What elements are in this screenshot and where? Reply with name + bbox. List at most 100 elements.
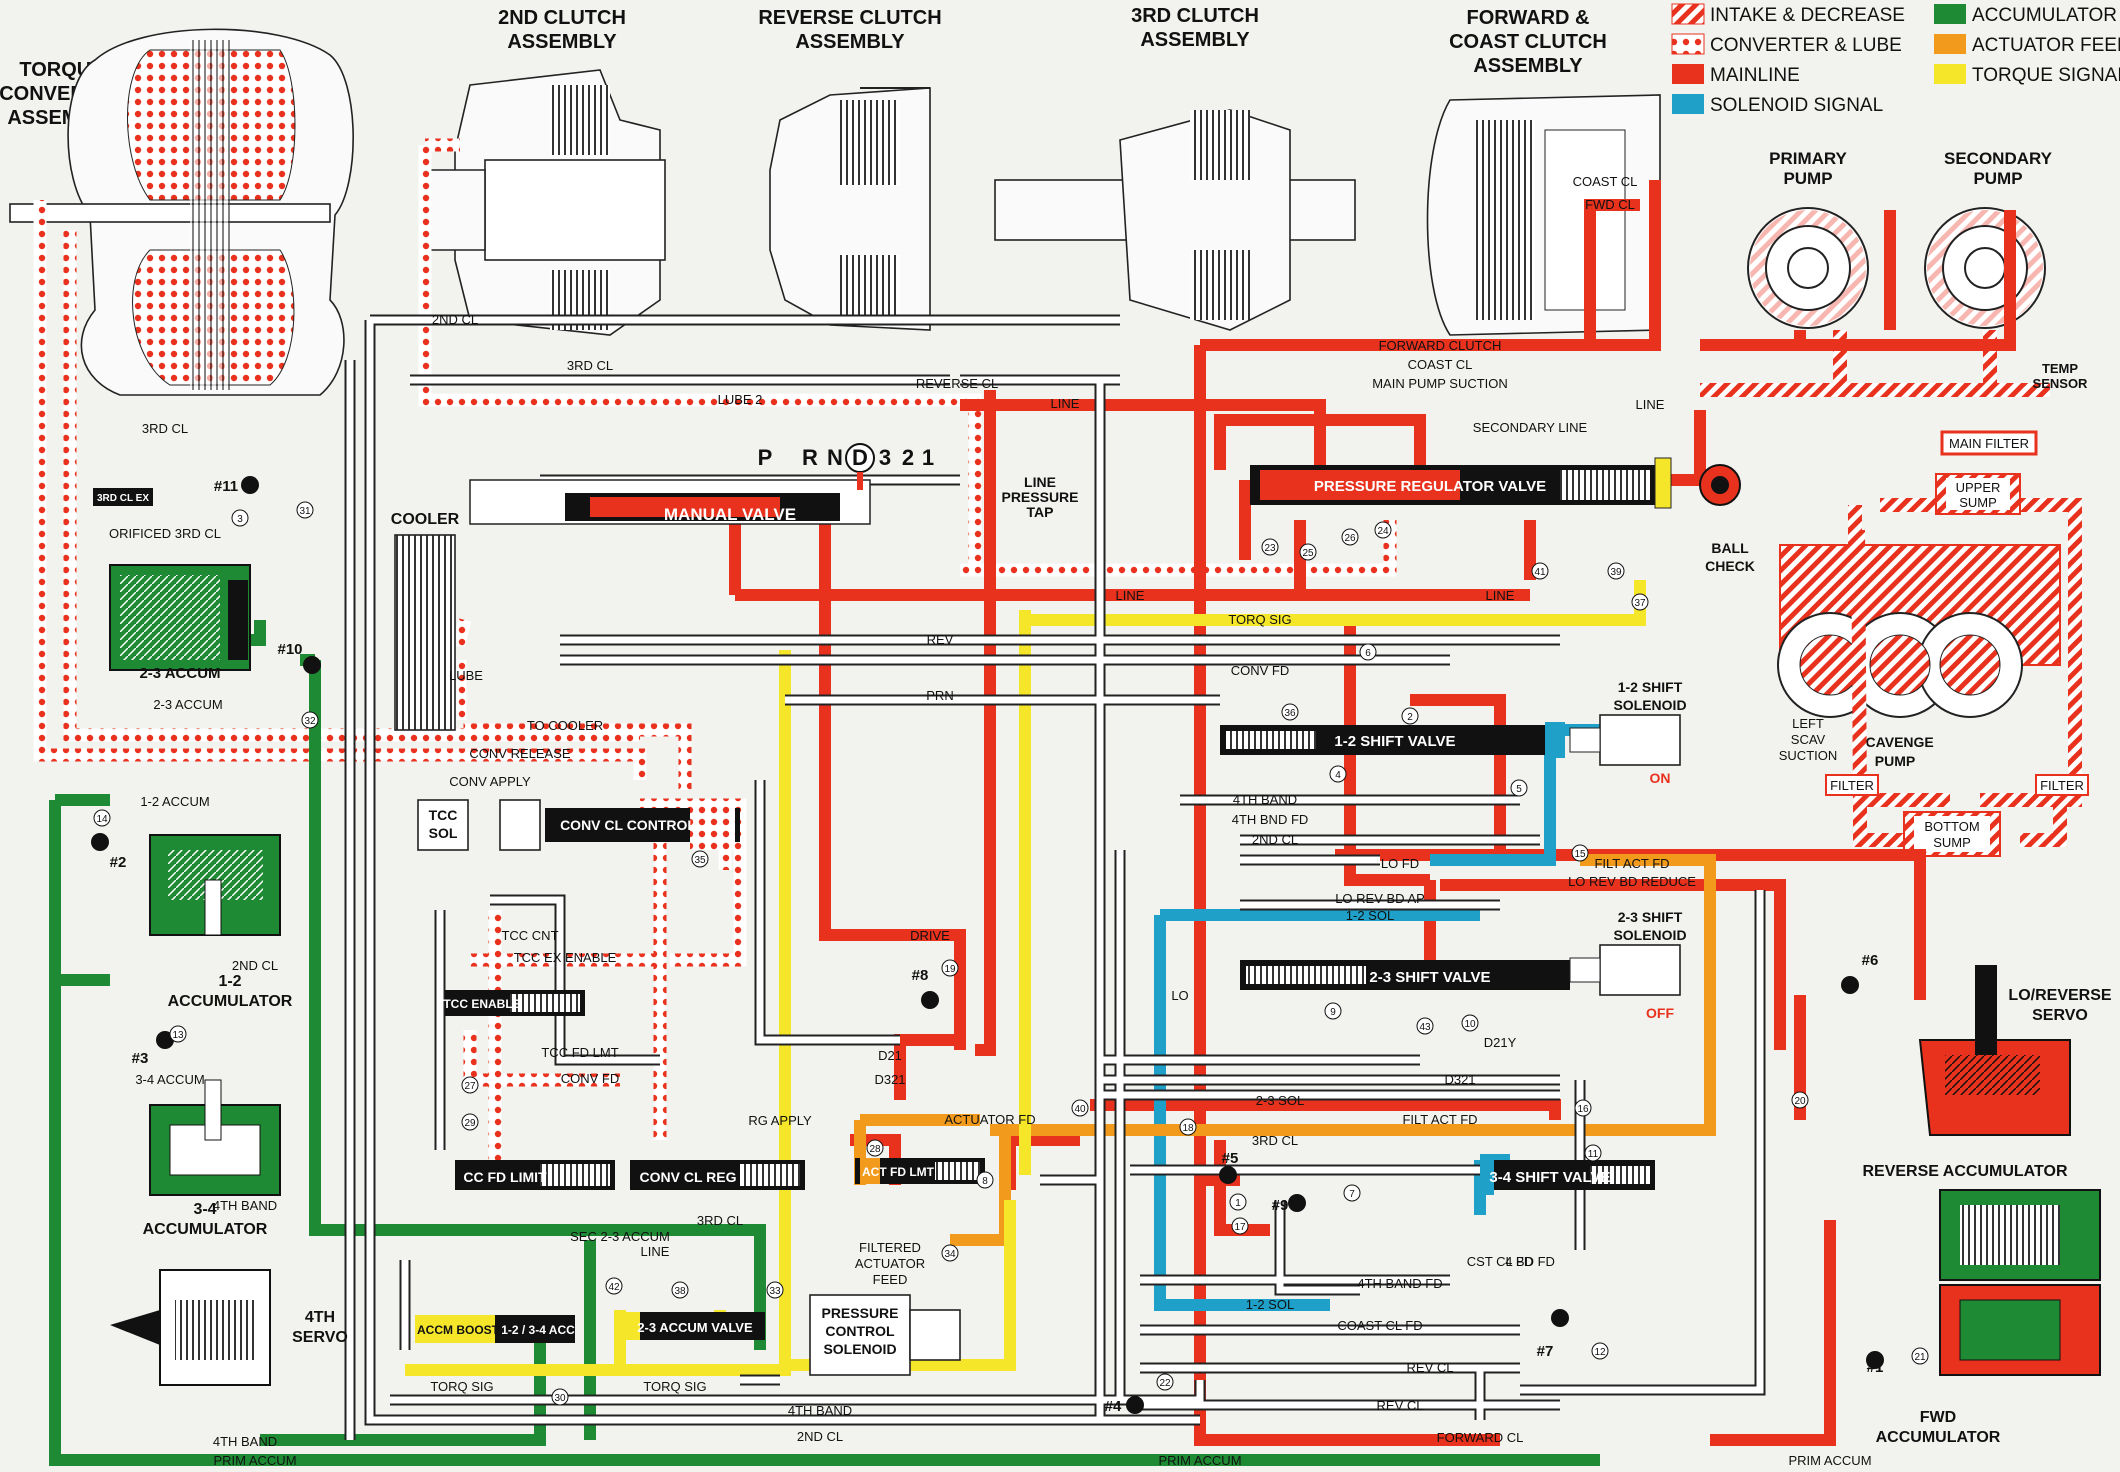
legend-accumulator: ACCUMULATOR (1972, 5, 2117, 26)
valve-bodies: MANUAL VALVE PRESSURE REGULATOR VALVE 1-… (93, 457, 1755, 1376)
shift-valve-12-label: 1-2 SHIFT VALVE (1334, 733, 1455, 750)
component-headers: TORQUE CONVERTER ASSEMBLY 2ND CLUTCH ASS… (0, 5, 2053, 188)
passage-d21y: D21Y (1484, 1035, 1517, 1050)
header-forward-coast-2: COAST CLUTCH (1449, 31, 1607, 53)
temp-sensor-2: SENSOR (2033, 376, 2089, 391)
orifice-number: 22 (1159, 1378, 1171, 1389)
orifice-number: 37 (1634, 598, 1646, 609)
gear-d: D (852, 445, 868, 470)
passage-tcc-ex-enable: TCC EX ENABLE (514, 950, 617, 965)
orifice-marker (1571, 844, 1589, 862)
passage-2nd-cl: 2ND CL (432, 312, 478, 327)
orifice-number: 7 (1349, 1189, 1355, 1200)
legend-torque: TORQUE SIGNAL (1972, 65, 2120, 86)
orifice-number: 1 (1235, 1198, 1241, 1209)
checkball-2-label: #2 (110, 854, 127, 871)
torque-converter (9, 28, 354, 396)
passage-rev-cl: REV CL (1407, 1360, 1454, 1375)
header-primary-pump-1: PRIMARY (1769, 149, 1847, 168)
pcs-label-2: CONTROL (825, 1323, 895, 1339)
orifice-number: 28 (869, 1144, 881, 1155)
conv-cl-control-label: CONV CL CONTROL (560, 817, 696, 833)
header-secondary-pump-1: SECONDARY (1944, 149, 2053, 168)
passage-accum-34: 3-4 ACCUM (135, 1072, 204, 1087)
reverse-clutch-assembly (769, 87, 931, 331)
shift-valve-34-label: 3-4 SHIFT VALVE (1489, 1169, 1610, 1186)
checkball-2 (91, 833, 109, 851)
passage-lube: LUBE (449, 668, 483, 683)
checkball-8 (921, 991, 939, 1009)
left-scav-2: SCAV (1791, 732, 1826, 747)
legend-swatch-solenoid (1672, 94, 1704, 114)
checkball-9-label: #9 (1272, 1197, 1289, 1214)
lo-reverse-servo: LO/REVERSE SERVO (1918, 965, 2112, 1136)
orifice-marker (1510, 779, 1528, 797)
passage-23-sol: 2-3 SOL (1256, 1093, 1304, 1108)
passage-tcc-cnt: TCC CNT (501, 928, 558, 943)
gear-3: 3 (879, 445, 891, 470)
orifice-number: 9 (1330, 1007, 1336, 1018)
orifice-marker (1299, 543, 1317, 561)
header-reverse-clutch-1: REVERSE CLUTCH (758, 7, 941, 29)
second-clutch-assembly (420, 69, 666, 336)
temp-sensor-1: TEMP (2042, 361, 2078, 376)
passage-2nd-cl-lower: 2ND CL (797, 1429, 843, 1444)
pcs-label-3: SOLENOID (823, 1341, 896, 1357)
orifice-number: 27 (464, 1081, 476, 1092)
passage-line-right: LINE (1636, 397, 1665, 412)
orifice-number: 2 (1407, 712, 1413, 723)
line-pressure-tap-2: PRESSURE (1001, 489, 1078, 505)
header-primary-pump-2: PUMP (1783, 169, 1832, 188)
orifice-marker (93, 809, 111, 827)
legend: INTAKE & DECREASE CONVERTER & LUBE MAINL… (1671, 3, 2120, 116)
orifice-marker (1329, 765, 1347, 783)
passage-forward-clutch: FORWARD CLUTCH (1379, 338, 1502, 353)
cooler-label: COOLER (391, 511, 460, 528)
left-scav-1: LEFT (1792, 716, 1824, 731)
passage-coast-cl-top: COAST CL (1573, 174, 1638, 189)
orifice-number: 25 (1302, 548, 1314, 559)
orifice-number: 43 (1419, 1022, 1431, 1033)
orifice-number: 13 (172, 1030, 184, 1041)
orifice-number: 8 (982, 1176, 988, 1187)
passage-line-lower: LINE (641, 1244, 670, 1259)
checkball-3 (156, 1031, 174, 1049)
passage-3rd-cl-left: 3RD CL (142, 421, 188, 436)
orifice-marker (766, 1281, 784, 1299)
legend-swatch-intake (1671, 3, 1705, 25)
header-2nd-clutch-1: 2ND CLUTCH (498, 7, 626, 29)
checkball-7-label: #7 (1537, 1343, 1554, 1360)
passage-torq-sig-lower-left: TORQ SIG (430, 1379, 493, 1394)
orifice-number: 32 (304, 716, 316, 727)
passage-4th-bnd-fd: 4TH BND FD (1232, 812, 1309, 827)
passage-tcc-fd-lmt: TCC FD LMT (541, 1045, 618, 1060)
accumulator-12-label-2: ACCUMULATOR (168, 993, 293, 1010)
scavenge-pump-label-2: PUMP (1875, 753, 1915, 769)
orifice-marker (976, 1171, 994, 1189)
scavenge-pump: SCAVENGE PUMP (1777, 544, 2061, 769)
orifice-marker (671, 1281, 689, 1299)
reverse-accumulator-label: REVERSE ACCUMULATOR (1862, 1163, 2067, 1180)
passage-lo-rev-bd-ap: LO REV BD AP (1335, 891, 1425, 906)
checkball-10 (303, 656, 321, 674)
passage-4th-band-left: 4TH BAND (213, 1198, 277, 1213)
orifice-marker (1911, 1347, 1929, 1365)
upper-sump-label-1: UPPER (1956, 480, 2001, 495)
passage-reverse-cl: REVERSE CL (916, 376, 998, 391)
orifice-marker (866, 1139, 884, 1157)
tcc-sol-label-1: TCC (429, 807, 458, 823)
checkball-6 (1841, 976, 1859, 994)
passage-4th-band: 4TH BAND (1233, 792, 1297, 807)
orifice-marker (296, 501, 314, 519)
orifice-number: 23 (1264, 543, 1276, 554)
passage-accum-23: 2-3 ACCUM (153, 697, 222, 712)
passage-cst-cl-fd: CST CL FD (1467, 1254, 1533, 1269)
passage-d21: D21 (878, 1048, 902, 1063)
orifice-marker (461, 1076, 479, 1094)
orifice-marker (1631, 593, 1649, 611)
legend-actuator: ACTUATOR FEED (1972, 35, 2120, 56)
pressure-regulator-label: PRESSURE REGULATOR VALVE (1314, 478, 1546, 495)
passage-drive: DRIVE (910, 928, 950, 943)
orifice-marker (1359, 643, 1377, 661)
passage-filt-act-fd: FILT ACT FD (1594, 856, 1669, 871)
